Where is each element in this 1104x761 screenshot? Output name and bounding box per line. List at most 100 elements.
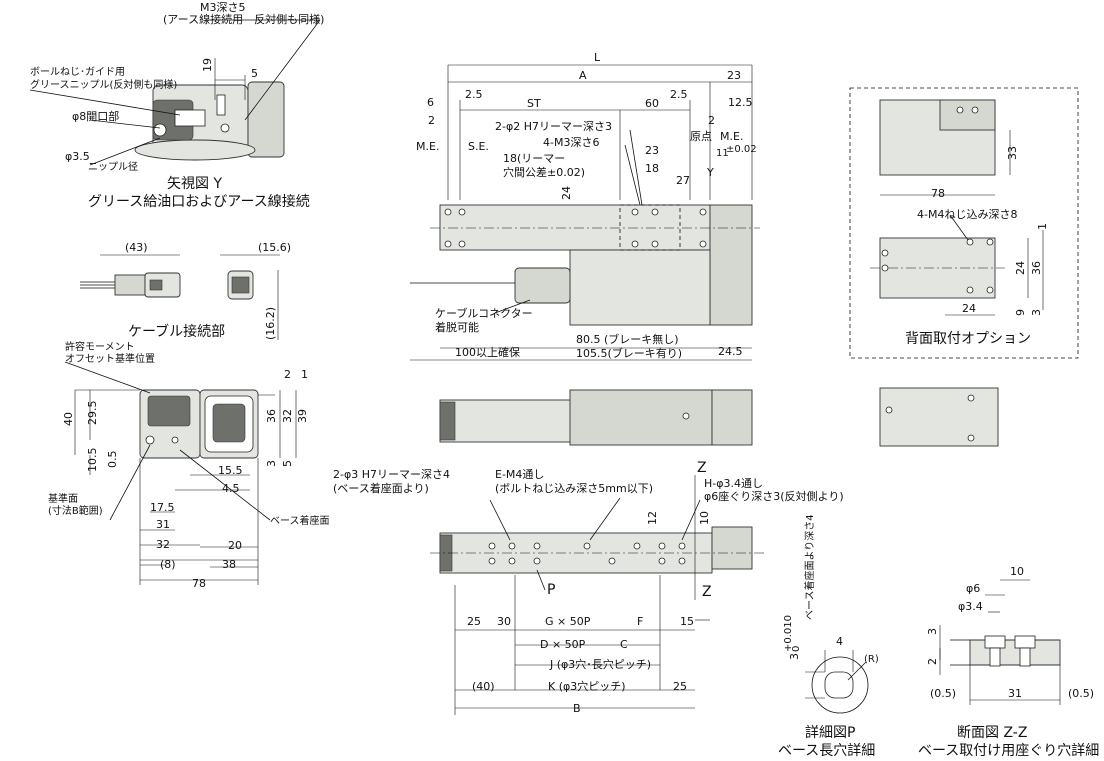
dim-32: 32 [281, 409, 294, 423]
nipple-dia-label: ニップル径 [88, 160, 138, 173]
cable-note-2: 着脱可能 [435, 320, 479, 334]
reamer-pitch: 18(リーマー [503, 152, 565, 165]
dim-0-5: 0.5 [106, 451, 119, 469]
dim-phi3-4: φ3.4 [958, 600, 983, 613]
dim-J: J (φ3穴･長穴ピッチ) [549, 657, 651, 671]
m4-note: 4-M4ねじ込み深さ8 [917, 208, 1017, 221]
em4-note-2: (ボルトねじ込み深さ5mm以下) [495, 482, 653, 495]
dim-40: (40) [472, 680, 495, 693]
me-right: M.E. [720, 130, 743, 143]
opening-note: φ8開口部 [72, 109, 119, 123]
view-y-subtitle: グリース給油口およびアース線接続 [88, 193, 310, 210]
radius-label: (R) [864, 654, 879, 665]
m3-note: M3深さ5 [200, 1, 246, 14]
cable-connection: (43) (15.6) (16.2) ケーブル接続部 [80, 241, 291, 340]
dim-10: 10 [1010, 565, 1024, 578]
dim-39: 39 [296, 409, 309, 423]
dim-2b: 2 [708, 114, 715, 127]
dim-32b: 32 [156, 538, 170, 551]
dim-5: 5 [281, 460, 294, 467]
dim-36: 36 [265, 409, 278, 423]
dim-18: 18 [645, 162, 659, 175]
dim-38: 38 [222, 558, 236, 571]
reamer-note-2: (ベース着座面より) [333, 481, 429, 495]
h-note: H-φ3.4通し [704, 477, 763, 490]
dim-4-5: 4.5 [222, 482, 240, 495]
dim-80-5: 80.5 (ブレーキ無し) [576, 332, 679, 346]
view-y-actuator [134, 81, 285, 161]
side-view [439, 389, 753, 446]
dim-5: 5 [251, 67, 258, 80]
dim-36: 36 [1030, 261, 1043, 275]
dim-G: G × 50P [545, 615, 591, 628]
dim-A: A [579, 69, 587, 82]
dim-9: 9 [1014, 309, 1027, 316]
back-mount: 78 33 4-M4ねじ込み深さ8 1 24 36 24 9 3 背面取付オプシ… [849, 87, 1079, 447]
front-view: 許容モーメント オフセット基準位置 基準面 (寸法B範囲) ベース着座面 40 … [48, 340, 330, 590]
moment-label-2: オフセット基準位置 [65, 352, 155, 365]
back-mount-end-view [879, 387, 999, 447]
detail-p-subtitle: ベース長穴詳細 [778, 743, 875, 759]
y-arrow-label: Y [706, 166, 714, 179]
dim-100: 100以上確保 [455, 345, 520, 359]
dim-25b: 25 [673, 680, 687, 693]
ref-face-label: 基準面 [48, 492, 78, 505]
m3-depth-note: 4-M3深さ6 [543, 136, 599, 149]
dim-60: 60 [645, 97, 659, 110]
dim-1: 1 [301, 368, 308, 381]
dim-ST: ST [527, 97, 541, 110]
dim-3: 3 [926, 628, 939, 635]
section-z-top: Z [697, 460, 707, 476]
dim-43: (43) [125, 241, 148, 254]
reamer-note: 2-φ2 H7リーマー深さ3 [495, 120, 612, 133]
dim-20: 20 [228, 539, 242, 552]
dim-30: 30 [497, 615, 511, 628]
dim-24-5: 24.5 [718, 345, 743, 358]
dim-15-5: 15.5 [218, 464, 243, 477]
bottom-view: 2-φ3 H7リーマー深さ4 (ベース着座面より) E-M4通し (ボルトねじ込… [333, 460, 844, 715]
dim-3: 3 [788, 653, 801, 660]
dim-31: 31 [1008, 687, 1022, 700]
dim-29-5: 29.5 [86, 401, 99, 426]
front-actuator [139, 389, 259, 459]
dim-105-5: 105.5(ブレーキ有り) [576, 346, 682, 360]
dim-12-5: 12.5 [728, 96, 753, 109]
top-view: L A 23 6 2.5 ST 60 2.5 12.5 2 2 M.E. S.E… [410, 51, 760, 361]
dim-24b: 24 [962, 302, 976, 315]
dim-D: D × 50P [540, 638, 586, 651]
dim-K: K (φ3穴ピッチ) [548, 679, 626, 693]
dim-19: 19 [201, 58, 214, 72]
dim-24: 24 [560, 186, 573, 200]
dim-2a: 2 [428, 114, 435, 127]
dim-F: F [637, 615, 643, 628]
se-label: S.E. [468, 140, 489, 153]
dim-2-5a: 2.5 [465, 88, 483, 101]
origin-label: 原点 [690, 130, 712, 143]
reamer-note: 2-φ3 H7リーマー深さ4 [333, 468, 450, 481]
cable-note: ケーブルコネクター [435, 306, 533, 320]
dim-24a: 24 [1014, 261, 1027, 275]
moment-label: 許容モーメント [65, 340, 135, 353]
reamer-pitch-2: 穴間公差±0.02) [503, 165, 585, 179]
dim-8: (8) [160, 558, 176, 571]
detail-p-marker: P [547, 582, 555, 598]
dim-2-5b: 2.5 [670, 88, 688, 101]
dim-4: 4 [836, 635, 843, 648]
dim-2: 2 [926, 658, 939, 665]
dim-12: 12 [646, 511, 659, 525]
dim-0-5a: (0.5) [930, 687, 956, 700]
dim-0-5b: (0.5) [1068, 687, 1094, 700]
dim-11: 11 [716, 148, 729, 159]
dim-78: 78 [192, 577, 206, 590]
dim-10-5: 10.5 [86, 448, 99, 473]
dim-3: 3 [265, 460, 278, 467]
section-z-bottom: Z [702, 584, 712, 600]
me-left: M.E. [416, 140, 439, 153]
dim-31: 31 [156, 518, 170, 531]
dim-15: 15 [680, 615, 694, 628]
dim-15-6: (15.6) [258, 241, 291, 254]
dim-B: B [573, 702, 581, 715]
base-face-label: ベース着座面 [270, 514, 330, 527]
dim-3: 3 [1030, 309, 1043, 316]
